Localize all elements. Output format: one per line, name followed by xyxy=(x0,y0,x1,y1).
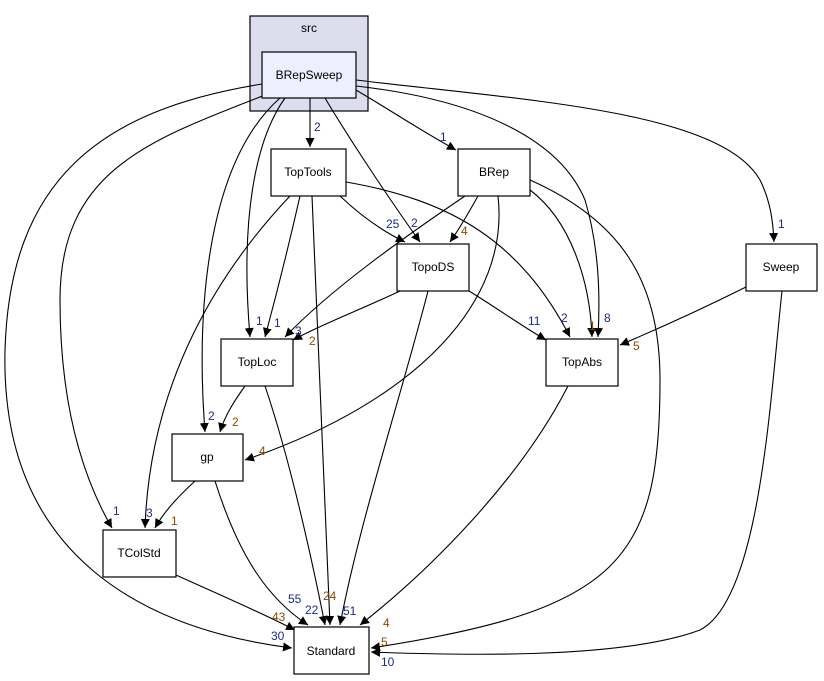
node-toptools[interactable]: TopTools xyxy=(270,148,347,197)
edge-label: 22 xyxy=(305,603,319,617)
edge-toploc-gp xyxy=(218,385,246,433)
edge-toploc-standard xyxy=(264,385,328,626)
edge-toptools-toploc xyxy=(263,195,301,338)
node-label: TopTools xyxy=(284,165,331,179)
node-toploc[interactable]: TopLoc xyxy=(220,338,294,387)
edge-label: 1 xyxy=(256,314,263,328)
edge-tcolstd-standard xyxy=(175,574,296,631)
edge-label: 1 xyxy=(589,319,596,333)
node-tcolstd[interactable]: TColStd xyxy=(102,529,177,578)
node-topabs[interactable]: TopAbs xyxy=(545,338,619,387)
edge-toptools-standard xyxy=(311,195,335,626)
edge-label: 1 xyxy=(778,217,785,231)
edge-label: 30 xyxy=(271,629,285,643)
edge-label: 3 xyxy=(295,324,302,338)
edge-sweep-topabs xyxy=(619,286,747,346)
edge-brepsweep-brep xyxy=(355,89,457,151)
edge-label: 1 xyxy=(113,504,120,518)
edge-label: 43 xyxy=(272,610,286,624)
edge-label: 10 xyxy=(381,655,395,669)
edge-topabs-standard xyxy=(359,385,569,626)
node-brepsweep[interactable]: BRepSweep xyxy=(261,51,357,99)
edge-brepsweep-toploc xyxy=(244,97,286,338)
edge-toptools-tcolstd xyxy=(140,195,291,529)
edge-label: 1 xyxy=(440,130,447,144)
node-gp[interactable]: gp xyxy=(171,433,244,482)
edge-sweep-standard xyxy=(370,290,783,657)
edge-label: 4 xyxy=(383,616,390,630)
edge-brepsweep-standard xyxy=(4,83,293,652)
edge-label: 5 xyxy=(381,635,388,649)
node-label: TopAbs xyxy=(562,355,602,369)
edge-label: 2 xyxy=(561,311,568,325)
edge-topods-toploc xyxy=(292,290,401,341)
node-label: TopoDS xyxy=(412,260,455,274)
edge-brepsweep-topabs xyxy=(355,85,603,338)
edge-label: 8 xyxy=(604,311,611,325)
edge-labels: 2 1 1 2 8 1 2 1 30 25 2 1 3 22 4 3 1 4 1… xyxy=(113,120,785,669)
edge-brep-topods xyxy=(449,195,479,243)
edge-label: 2 xyxy=(314,120,321,134)
edge-brep-topabs xyxy=(529,189,597,338)
edge-brepsweep-tcolstd xyxy=(59,94,266,529)
node-label: TopLoc xyxy=(238,355,277,369)
edge-label: 4 xyxy=(461,224,468,238)
edge-label: 4 xyxy=(259,444,266,458)
edge-brepsweep-sweep xyxy=(355,79,779,243)
node-sweep[interactable]: Sweep xyxy=(745,243,818,292)
edge-toptools-topods xyxy=(339,195,406,243)
node-label: Standard xyxy=(307,644,356,658)
node-brep[interactable]: BRep xyxy=(457,148,531,197)
edge-brepsweep-topods xyxy=(324,97,421,243)
edge-brep-toploc xyxy=(284,195,466,338)
node-label: gp xyxy=(200,450,214,464)
edge-topods-standard xyxy=(337,290,429,626)
edge-label: 55 xyxy=(288,592,302,606)
node-label: Sweep xyxy=(763,260,800,274)
edge-brepsweep-gp xyxy=(199,97,281,433)
edge-label: 51 xyxy=(343,604,357,618)
edge-label: 3 xyxy=(146,506,153,520)
edge-brep-gp xyxy=(244,195,500,462)
node-label: BRep xyxy=(479,165,509,179)
edge-topods-topabs xyxy=(468,290,547,341)
edge-label: 2 xyxy=(208,409,215,423)
node-label: BRepSweep xyxy=(276,68,343,82)
edges xyxy=(4,79,783,657)
node-standard[interactable]: Standard xyxy=(293,626,370,675)
edge-label: 11 xyxy=(528,314,541,328)
cluster-label: src xyxy=(301,21,317,35)
edge-label: 5 xyxy=(633,339,640,353)
edge-label: 2 xyxy=(232,415,239,429)
edge-gp-standard xyxy=(214,480,309,626)
node-label: TColStd xyxy=(117,546,160,560)
edge-gp-tcolstd xyxy=(154,480,196,529)
edge-label: 1 xyxy=(274,316,281,330)
edge-toptools-topabs xyxy=(345,181,571,338)
edge-label: 25 xyxy=(386,217,400,231)
edge-label: 24 xyxy=(323,589,337,603)
edge-brep-standard xyxy=(370,179,661,652)
node-topods[interactable]: TopoDS xyxy=(396,243,470,292)
edge-label: 2 xyxy=(309,334,316,348)
edge-label: 1 xyxy=(171,514,178,528)
edge-label: 2 xyxy=(411,216,418,230)
